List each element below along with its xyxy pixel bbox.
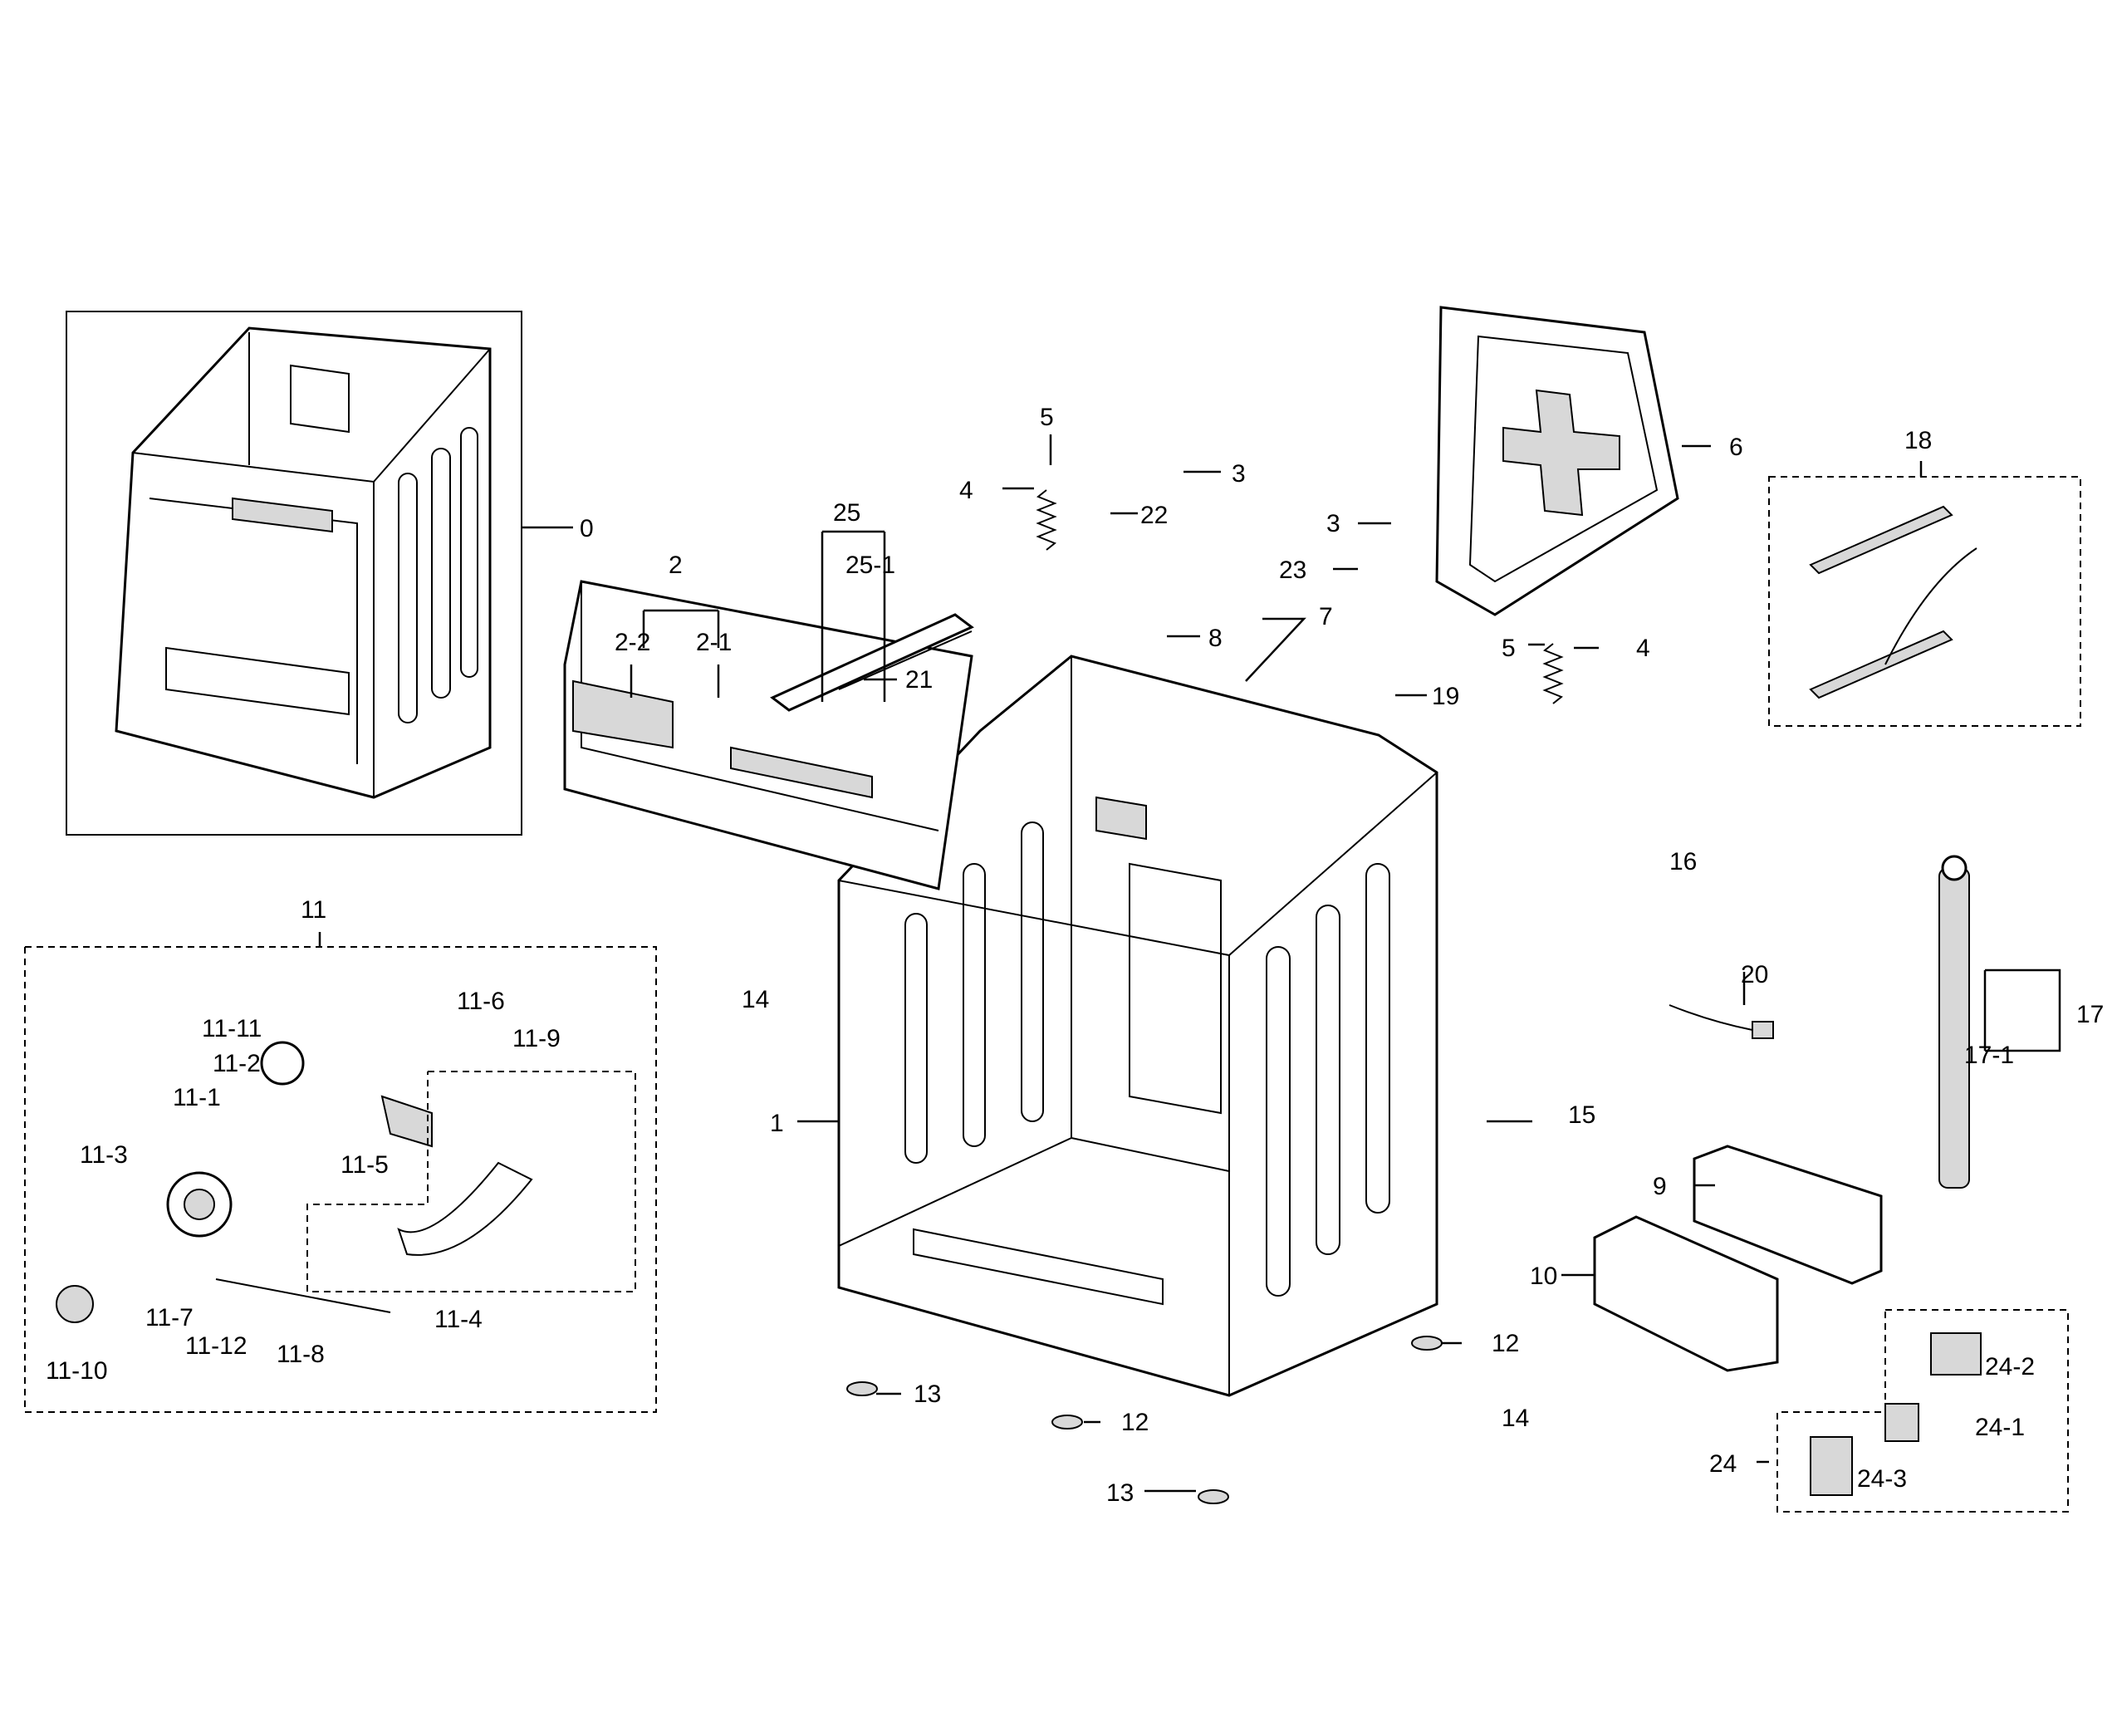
label-16: 16: [1669, 848, 1697, 875]
label-15: 15: [1568, 1101, 1595, 1129]
label-3b: 3: [1326, 510, 1340, 537]
label-11-9: 11-9: [512, 1025, 561, 1052]
label-5a: 5: [1040, 404, 1054, 431]
label-24-2: 24-2: [1985, 1353, 2035, 1380]
label-19: 19: [1432, 683, 1459, 710]
label-3a: 3: [1232, 460, 1246, 488]
label-11-5: 11-5: [341, 1151, 389, 1179]
group-box-18: [1768, 476, 2081, 727]
label-14a: 14: [742, 986, 769, 1013]
label-20: 20: [1741, 961, 1768, 988]
label-11: 11: [301, 896, 326, 924]
label-11-2: 11-2: [213, 1050, 261, 1077]
leveling-feet: [846, 1336, 1443, 1504]
hose-17: [1938, 855, 1970, 1189]
label-11-3: 11-3: [80, 1141, 128, 1169]
label-11-7: 11-7: [145, 1304, 194, 1331]
label-11-11: 11-11: [202, 1015, 262, 1042]
label-17: 17: [2076, 1001, 2104, 1028]
label-17-1: 17-1: [1964, 1042, 2014, 1069]
label-9: 9: [1653, 1173, 1667, 1200]
drain-pump-assembly-11: [56, 1041, 533, 1323]
assembled-cabinet-view: [66, 311, 522, 836]
control-panel-frame: [563, 580, 973, 890]
leader-lines: [318, 434, 2061, 1493]
label-1: 1: [770, 1110, 784, 1137]
group-box-11-9: [306, 1071, 636, 1292]
label-11-12: 11-12: [185, 1332, 247, 1360]
label-11-6: 11-6: [457, 988, 505, 1015]
group-box-11: [24, 946, 657, 1413]
label-21: 21: [905, 666, 933, 694]
label-25: 25: [833, 499, 860, 527]
group-box-24: [1776, 1309, 2069, 1513]
detergent-drawer-10: [1593, 1215, 1779, 1372]
label-23: 23: [1279, 557, 1306, 584]
label-2: 2: [669, 552, 683, 579]
wire-harness-18: [1809, 505, 1977, 699]
label-6: 6: [1729, 434, 1743, 461]
label-0: 0: [580, 515, 594, 542]
label-24-3: 24-3: [1857, 1465, 1907, 1493]
tub-cover-6: [1435, 306, 1679, 616]
spring-5-left: [1036, 489, 1057, 551]
label-12b: 12: [1121, 1409, 1149, 1436]
label-8: 8: [1208, 625, 1223, 652]
label-11-4: 11-4: [434, 1306, 483, 1333]
label-22: 22: [1140, 502, 1168, 529]
part-labels: 0 1 2 2-2 2-1 3 3 4 4 5 5 6 7 8 9 10 11 …: [46, 404, 2104, 1507]
label-24: 24: [1709, 1450, 1737, 1478]
label-5b: 5: [1502, 635, 1516, 662]
label-11-1: 11-1: [173, 1084, 221, 1111]
label-4b: 4: [1636, 635, 1650, 662]
label-11-10: 11-10: [46, 1357, 108, 1385]
label-13b: 13: [1106, 1479, 1134, 1507]
label-11-8: 11-8: [277, 1341, 325, 1368]
drawer-panel-9: [1693, 1145, 1883, 1285]
label-2-2: 2-2: [615, 629, 650, 656]
label-25-1: 25-1: [845, 552, 895, 579]
label-12a: 12: [1492, 1330, 1519, 1357]
label-14b: 14: [1502, 1405, 1529, 1432]
label-7: 7: [1319, 603, 1333, 630]
noise-filter-24: [1810, 1332, 1982, 1496]
label-13a: 13: [914, 1380, 941, 1408]
label-2-1: 2-1: [696, 629, 732, 656]
spring-5-right: [1542, 643, 1564, 704]
label-18: 18: [1904, 427, 1932, 454]
label-10: 10: [1530, 1263, 1557, 1290]
label-4a: 4: [959, 477, 973, 504]
label-24-1: 24-1: [1975, 1414, 2025, 1441]
main-cabinet-frame: [837, 655, 1438, 1397]
power-cord-20: [1669, 1004, 1774, 1039]
